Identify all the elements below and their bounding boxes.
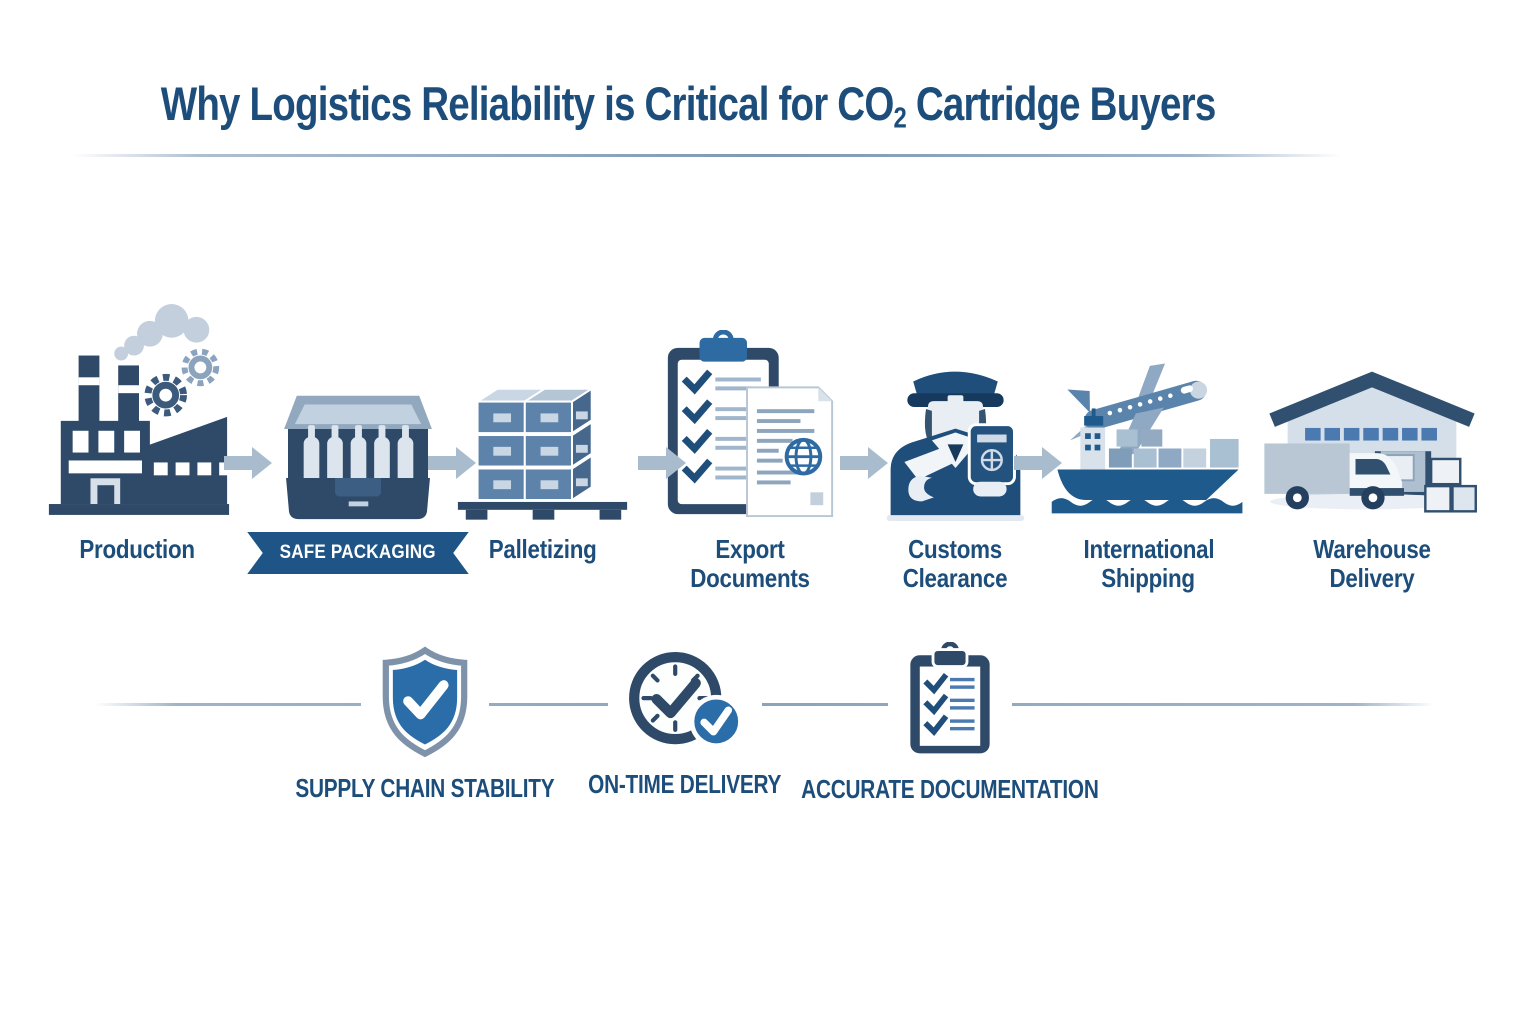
shield-check-icon (361, 645, 489, 759)
plane-ship-icon (1046, 290, 1251, 522)
clipboard-check-icon (888, 642, 1012, 760)
flow-arrow-icon (638, 447, 686, 479)
customs-officer-icon (869, 290, 1041, 522)
flow-arrow-icon (428, 447, 476, 479)
warehouse-truck-icon (1260, 290, 1484, 522)
safe-packaging-banner: SAFE PACKAGING (247, 532, 469, 574)
export-documents-icon (661, 290, 839, 522)
benefit-label-accurate-documentation: ACCURATE DOCUMENTATION (801, 774, 1099, 804)
step-international-shipping: International Shipping (1048, 290, 1248, 593)
step-safe-packaging: SAFE PACKAGING (247, 290, 469, 574)
flow-arrow-icon (840, 447, 888, 479)
factory-icon (39, 290, 237, 522)
step-customs-clearance: Customs Clearance (860, 290, 1050, 593)
step-label-palletizing: Palletizing (488, 534, 597, 564)
clock-check-icon (608, 645, 762, 755)
step-export-documents: Export Documents (655, 290, 845, 593)
safe-packaging-banner-label: SAFE PACKAGING (279, 542, 437, 563)
benefit-label-on-time-delivery: ON-TIME DELIVERY (588, 769, 782, 799)
title-wrap: Why Logistics Reliability is Critical fo… (0, 77, 1376, 135)
benefit-supply-chain-stability: SUPPLY CHAIN STABILITY (280, 645, 570, 804)
step-palletizing: Palletizing (450, 290, 635, 564)
page-title-part2: Cartridge Buyers (905, 77, 1216, 130)
flow-arrow-icon (1014, 447, 1062, 479)
benefit-accurate-documentation: ACCURATE DOCUMENTATION (790, 642, 1110, 805)
step-label-international-shipping: International Shipping (1083, 534, 1215, 594)
step-label-warehouse-delivery: Warehouse Delivery (1313, 534, 1431, 594)
step-label-customs-clearance: Customs Clearance (902, 534, 1008, 594)
page-title-subscript: 2 (893, 102, 906, 135)
benefit-label-supply-chain-stability: SUPPLY CHAIN STABILITY (295, 773, 555, 803)
step-label-production: Production (79, 534, 196, 564)
flow-arrow-icon (224, 447, 272, 479)
page-title: Why Logistics Reliability is Critical fo… (160, 77, 1216, 135)
step-production: Production (30, 290, 245, 564)
step-label-export-documents: Export Documents (690, 534, 810, 594)
page-title-part1: Why Logistics Reliability is Critical fo… (160, 77, 895, 130)
pallet-boxes-icon (452, 290, 634, 522)
packaging-case-icon (272, 290, 444, 522)
benefits-divider (95, 703, 1435, 706)
title-divider (72, 154, 1342, 157)
benefit-on-time-delivery: ON-TIME DELIVERY (545, 645, 825, 800)
step-warehouse-delivery: Warehouse Delivery (1258, 290, 1486, 593)
